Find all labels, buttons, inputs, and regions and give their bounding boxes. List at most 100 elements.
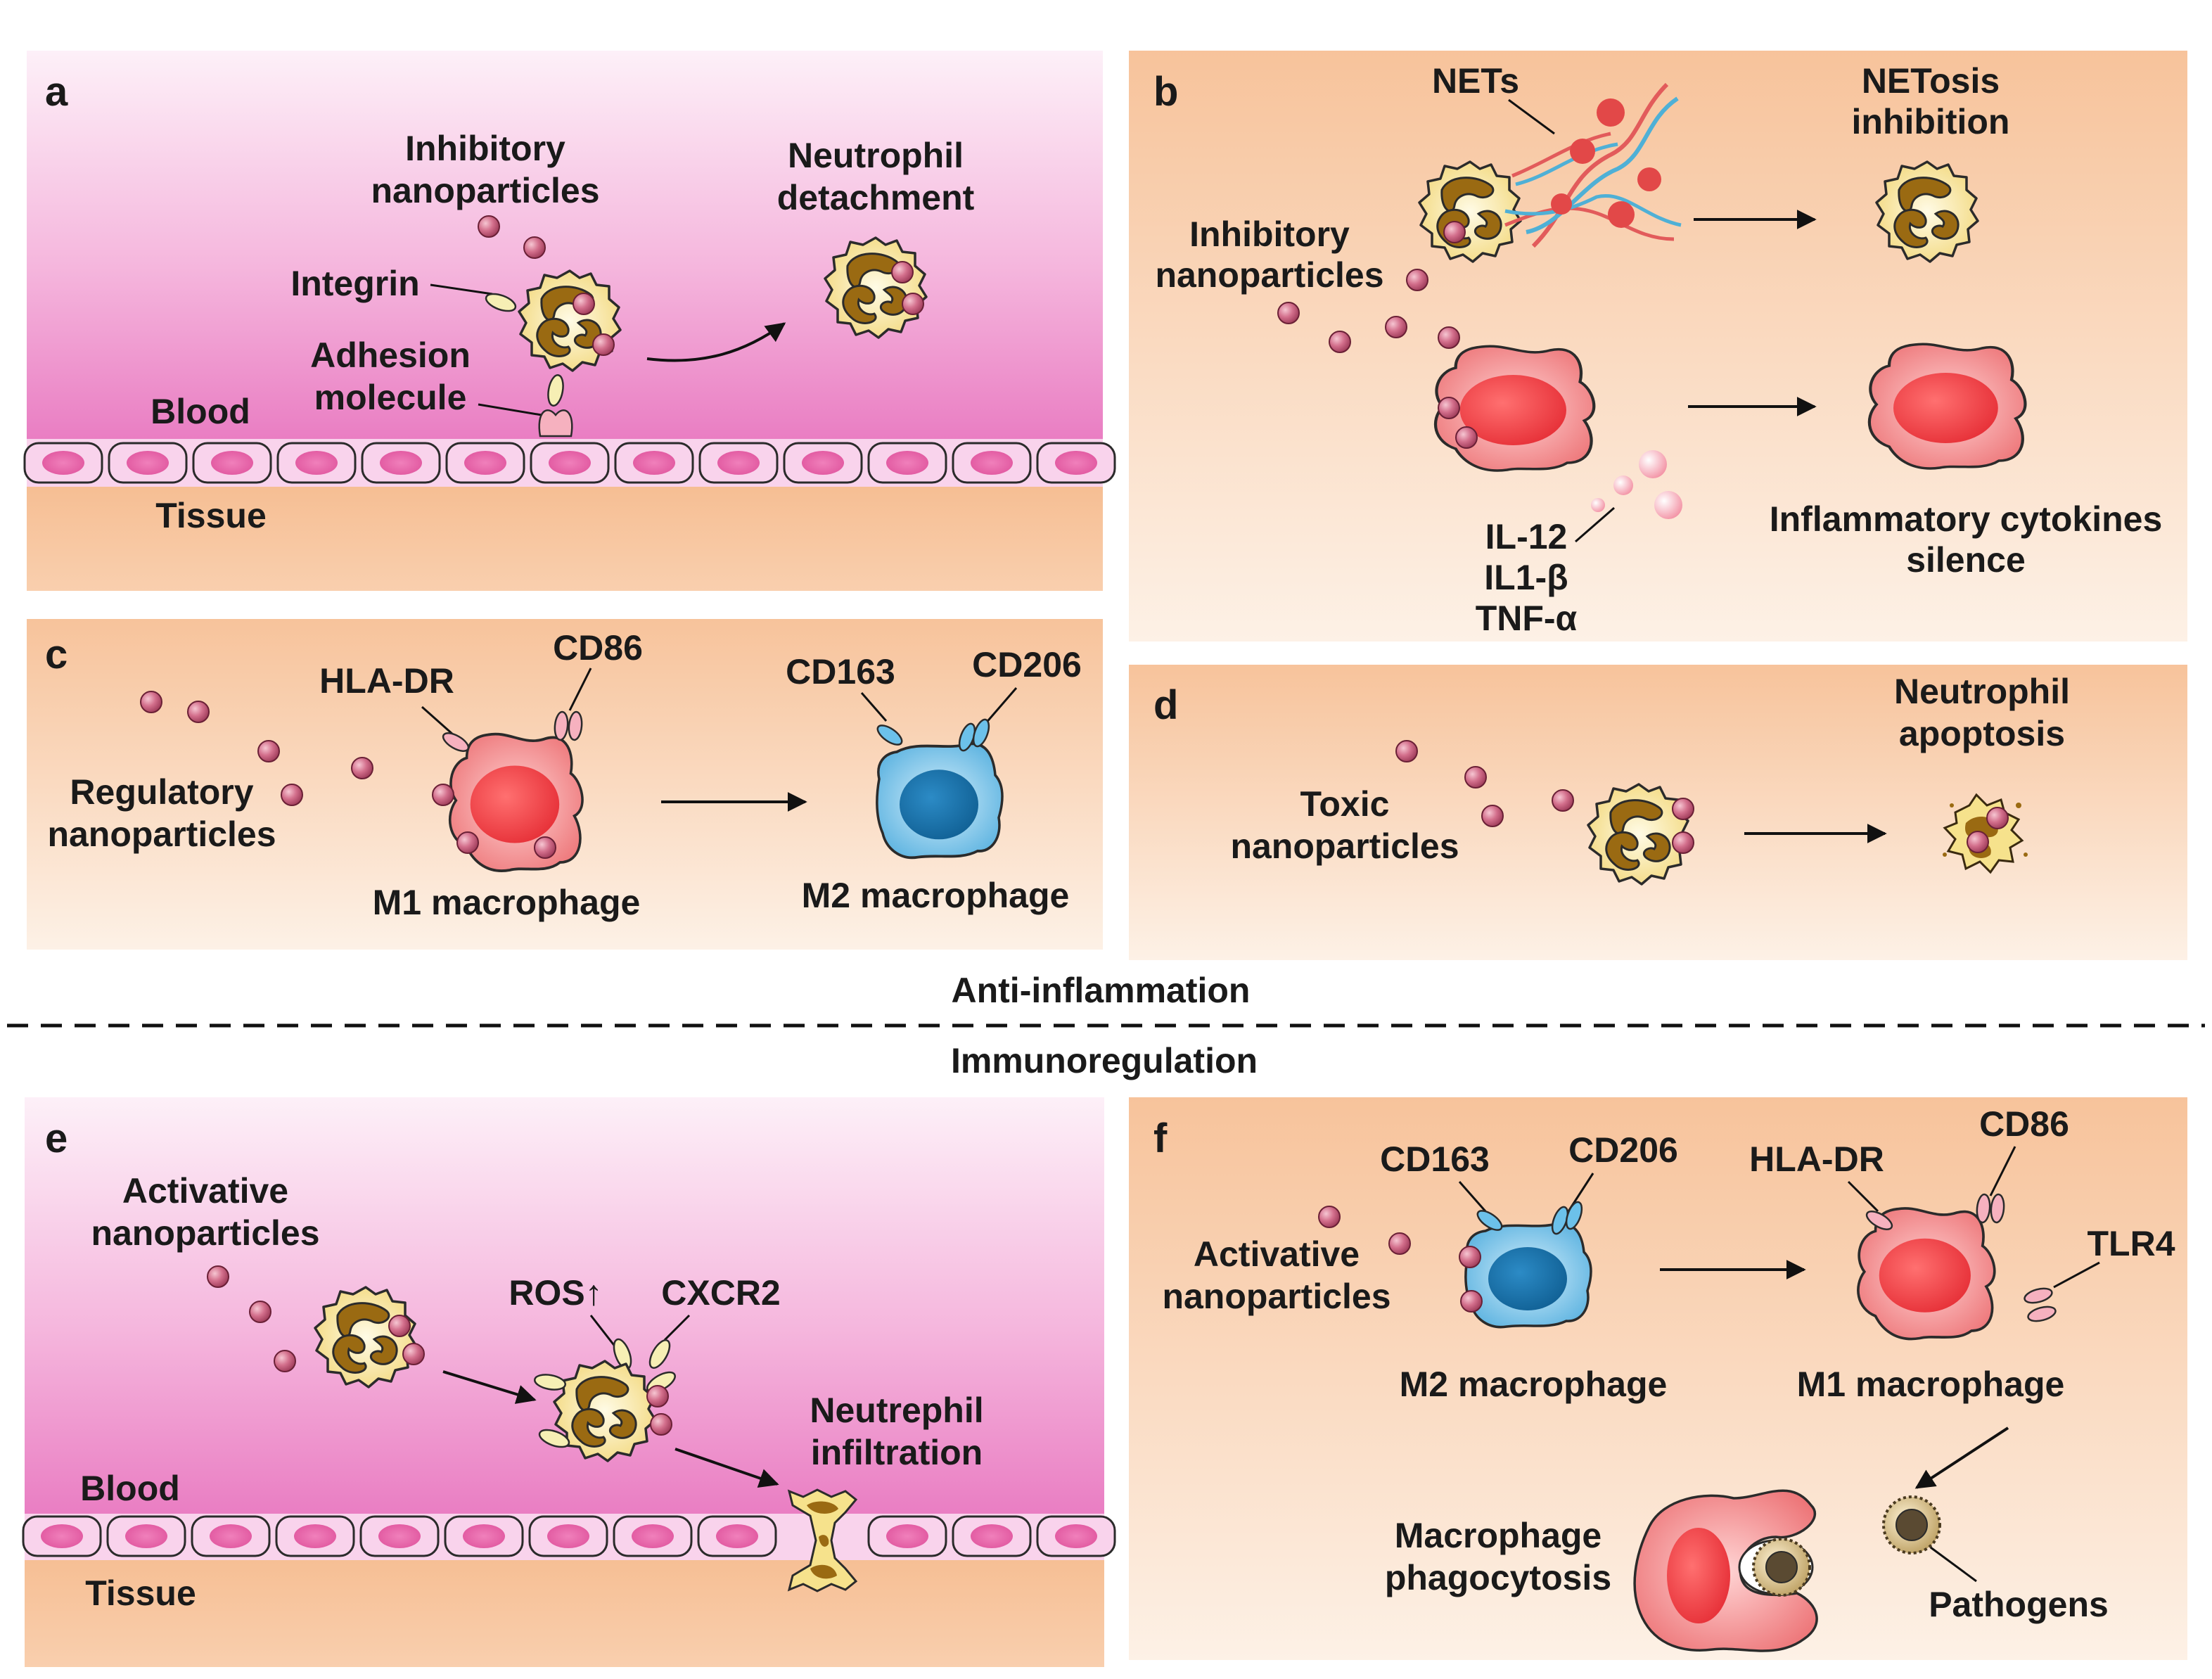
nanoparticle	[534, 836, 556, 859]
nanoparticle	[1552, 789, 1574, 812]
nanoparticle	[1672, 831, 1694, 854]
panel-c: c Regulatory nanoparticles HLA-DR CD86 M…	[27, 619, 1103, 950]
panel-e-letter: e	[45, 1116, 68, 1161]
nanoparticle	[1459, 1246, 1481, 1268]
blood-label: Blood	[80, 1469, 180, 1508]
panel-a-blood-bg	[27, 51, 1103, 445]
nanoparticle	[140, 691, 162, 713]
activative-np-label-line1: Activative	[1194, 1234, 1360, 1274]
anti-inflammation-label: Anti-inflammation	[952, 971, 1251, 1010]
panel-d-letter: d	[1153, 682, 1178, 728]
nanoparticle	[1318, 1206, 1341, 1228]
panel-f: f CD163 CD206 HLA-DR CD86 TLR4 Activativ…	[1129, 1097, 2187, 1660]
immunoregulation-label: Immunoregulation	[951, 1041, 1258, 1080]
phago-label-line1: Macrophage	[1395, 1516, 1602, 1555]
panel-a: a Inhibitory nanoparticles Neutrophil de…	[23, 51, 1116, 591]
m2-label: M2 macrophage	[802, 876, 1070, 915]
nets-label: NETs	[1432, 61, 1519, 101]
nanoparticle	[351, 757, 373, 779]
section-divider: Anti-inflammation Immunoregulation	[7, 971, 2205, 1080]
nanoparticle	[1406, 269, 1428, 291]
integrin-label: Integrin	[290, 264, 419, 303]
adhesion-label-line2: molecule	[314, 378, 467, 417]
panel-c-letter: c	[45, 632, 68, 677]
il12-label: IL-12	[1485, 517, 1568, 556]
tissue-label: Tissue	[155, 496, 267, 535]
panel-d: d Neutrophil apoptosis Toxic nanoparticl…	[1129, 665, 2187, 960]
regulatory-np-label-line2: nanoparticles	[47, 815, 276, 854]
panel-e-endothelium	[22, 1514, 1116, 1560]
ros-label: ROS↑	[509, 1273, 602, 1313]
nanoparticle	[1329, 331, 1351, 353]
blood-label: Blood	[151, 392, 250, 431]
panel-e-tissue-bg	[25, 1554, 1104, 1667]
m2-macrophage	[875, 742, 1004, 860]
apoptosis-label-line1: Neutrophil	[1894, 672, 2070, 711]
cd206-label: CD206	[972, 645, 1082, 684]
cd206-label: CD206	[1568, 1130, 1678, 1170]
nanoparticle	[478, 215, 500, 238]
inhibitory-np-label-line2: nanoparticles	[371, 171, 599, 210]
hladr-label: HLA-DR	[1749, 1139, 1884, 1179]
silenced-macrophage	[1869, 344, 2026, 468]
nanoparticle	[402, 1343, 425, 1365]
cd163-label: CD163	[1380, 1139, 1490, 1179]
toxic-np-label-line2: nanoparticles	[1230, 826, 1459, 866]
cytokine	[1654, 491, 1682, 519]
cxcr2-label: CXCR2	[661, 1273, 780, 1313]
nanoparticle	[1277, 302, 1300, 324]
tnfa-label: TNF-α	[1476, 599, 1578, 638]
nanoparticle	[1455, 426, 1478, 449]
apoptosis-label-line2: apoptosis	[1899, 714, 2065, 753]
nanoparticle	[650, 1413, 672, 1436]
activative-np-label-line1: Activative	[122, 1171, 288, 1211]
netosis-label-line2: inhibition	[1852, 102, 2010, 141]
nanoparticle	[281, 784, 303, 806]
m1-label: M1 macrophage	[1797, 1365, 2065, 1404]
cytokine	[1613, 475, 1633, 495]
phagocytosis-arrow	[1914, 1426, 2009, 1489]
panel-a-endothelium	[23, 439, 1116, 487]
nanoparticle	[1464, 766, 1487, 789]
nanoparticle	[1438, 326, 1460, 349]
infiltration-label-line1: Neutrephil	[810, 1391, 983, 1430]
nanoparticle	[187, 701, 210, 723]
panel-e: e Activative nanoparticles ROS↑ CXCR2 Ne…	[22, 1097, 1116, 1667]
tissue-label: Tissue	[85, 1573, 196, 1613]
activative-np-label-line2: nanoparticles	[1162, 1277, 1391, 1316]
nanoparticle	[1438, 397, 1460, 419]
inhibitory-np-label-line1: Inhibitory	[1189, 215, 1350, 254]
m1-label: M1 macrophage	[373, 883, 641, 922]
nanoparticle	[1443, 221, 1466, 243]
nanoparticle	[523, 236, 546, 259]
pathogen	[1882, 1495, 1941, 1554]
nanoparticle	[646, 1385, 669, 1407]
panel-f-letter: f	[1153, 1116, 1168, 1161]
nanoparticle	[207, 1265, 229, 1288]
infiltrating-neutrophil	[787, 1488, 858, 1592]
tlr4-label: TLR4	[2088, 1224, 2175, 1263]
phago-label-line2: phagocytosis	[1385, 1558, 1611, 1597]
il1b-label: IL1-β	[1484, 558, 1568, 597]
cytokine	[1639, 450, 1667, 478]
nanoparticle	[257, 740, 280, 762]
m2-macrophage	[1464, 1222, 1592, 1329]
infiltration-label-line2: infiltration	[811, 1433, 983, 1472]
m2-label: M2 macrophage	[1400, 1365, 1668, 1404]
inhibitory-np-label-line2: nanoparticles	[1155, 255, 1383, 295]
nanoparticle	[274, 1350, 296, 1372]
activation-arrow	[442, 1370, 537, 1404]
nanoparticle	[573, 293, 595, 315]
adhesion-molecule	[538, 409, 573, 438]
panel-e-blood-bg	[25, 1097, 1104, 1519]
inhibitory-np-label-line1: Inhibitory	[405, 129, 565, 168]
nanoparticle	[1388, 1232, 1411, 1255]
nanoparticle	[1481, 805, 1504, 827]
apoptotic-neutrophil	[1943, 793, 2028, 874]
silence-label-line2: silence	[1906, 540, 2026, 580]
nanoparticle	[902, 293, 924, 315]
cytokine	[1591, 498, 1605, 512]
nanoparticle	[456, 831, 479, 854]
activative-np-label-line2: nanoparticles	[91, 1213, 319, 1253]
